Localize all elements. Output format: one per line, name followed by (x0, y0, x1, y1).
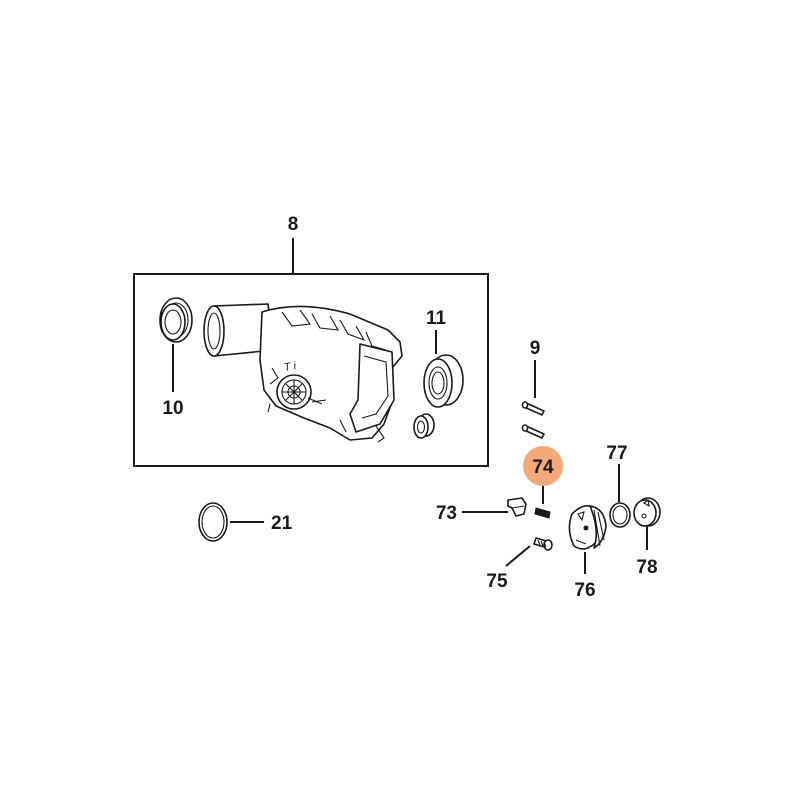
part-74-spring[interactable] (534, 507, 551, 519)
callout-74: 74 (532, 457, 554, 478)
callout-9: 9 (530, 338, 541, 359)
part-10-seal[interactable] (159, 297, 193, 343)
housing-marking: T i (283, 360, 298, 374)
part-8-gear-housing[interactable]: T i (203, 303, 403, 443)
callout-11: 11 (426, 308, 447, 329)
part-11-small-bearing[interactable] (413, 413, 435, 439)
part-73-latch[interactable] (507, 497, 527, 517)
gearbox-group: 8 (133, 214, 489, 467)
callout-74-highlight[interactable] (523, 446, 563, 486)
callout-10: 10 (162, 398, 183, 419)
part-76-selector-knob[interactable] (568, 505, 607, 550)
part-78-cap[interactable] (633, 497, 661, 527)
callout-21: 21 (271, 513, 293, 534)
group-frame (133, 273, 489, 467)
part-75-screw[interactable] (533, 537, 553, 551)
callout-line-75 (505, 545, 531, 567)
callout-76: 76 (574, 580, 595, 601)
part-11-bearing[interactable] (423, 354, 464, 408)
callout-77: 77 (606, 443, 627, 464)
part-9-pins[interactable] (521, 401, 545, 439)
callout-78: 78 (636, 557, 657, 578)
callout-73: 73 (436, 503, 457, 524)
callout-75: 75 (486, 571, 508, 592)
part-77-ring[interactable] (609, 502, 631, 528)
callout-8: 8 (288, 214, 299, 235)
part-21-o-ring[interactable] (198, 502, 228, 542)
